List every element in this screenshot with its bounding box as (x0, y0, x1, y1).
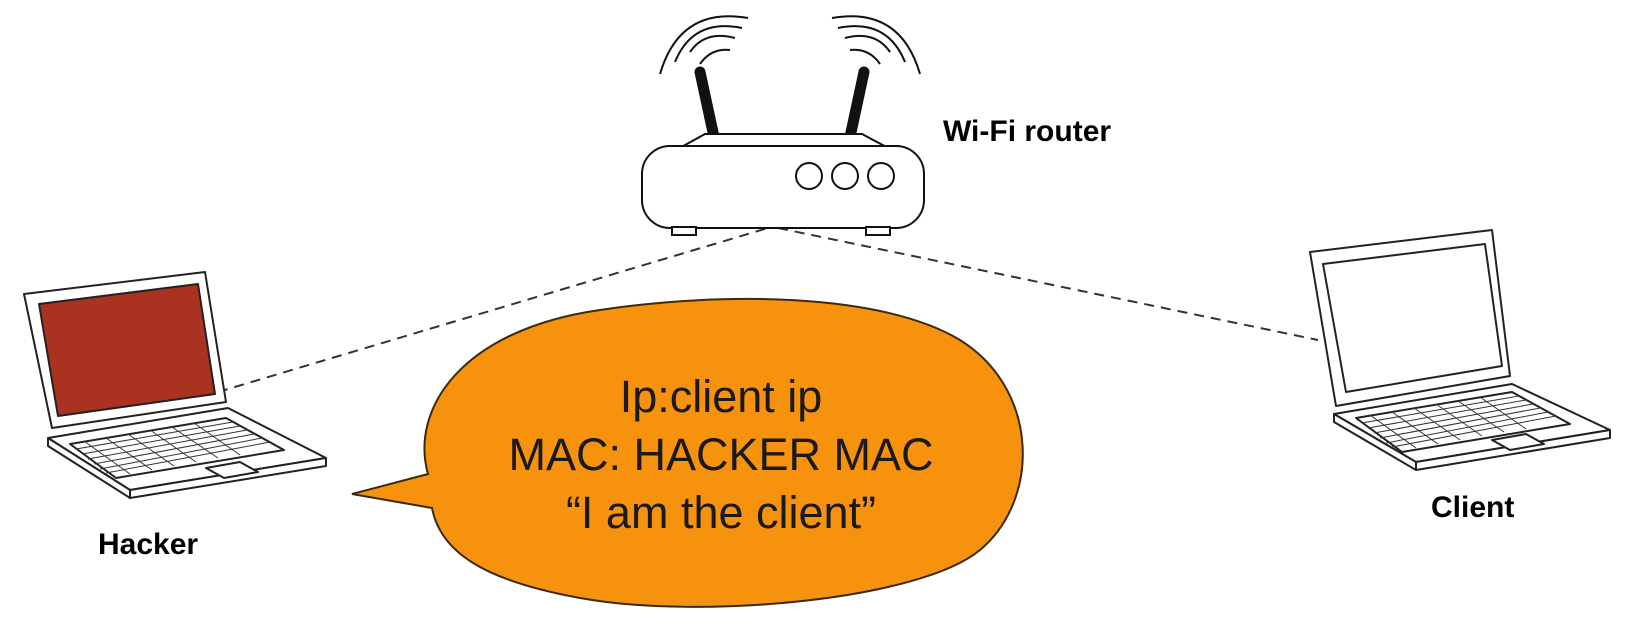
speech-bubble-shape (351, 297, 1024, 608)
bubble-line-mac: MAC: HACKER MAC (508, 429, 933, 480)
link-hacker-router (217, 227, 769, 393)
speech-bubble: Ip:client ip MAC: HACKER MAC “I am the c… (351, 297, 1024, 608)
wifi-router-icon (641, 15, 925, 236)
router-light-1 (795, 162, 823, 190)
hacker-label: Hacker (98, 528, 198, 561)
router-light-3 (867, 162, 895, 190)
wifi-signal-icon (659, 15, 749, 75)
hacker-laptop-icon (23, 271, 327, 499)
client-label: Client (1431, 491, 1514, 524)
bubble-line-claim: “I am the client” (566, 487, 876, 538)
antenna-right (844, 66, 870, 143)
router-label: Wi-Fi router (943, 115, 1111, 148)
client-laptop-icon (1309, 229, 1611, 471)
router-light-2 (831, 162, 859, 190)
wifi-signal-icon (831, 15, 921, 75)
link-router-client (777, 227, 1319, 341)
bubble-line-ip: Ip:client ip (620, 371, 823, 422)
antenna-left (694, 66, 720, 143)
hacker-screen (38, 283, 216, 417)
client-screen (1322, 243, 1503, 393)
